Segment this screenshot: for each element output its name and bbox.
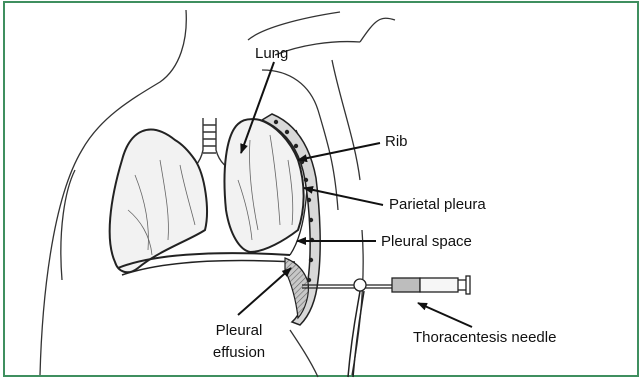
label-parietal-pleura: Parietal pleura: [389, 196, 486, 214]
label-rib: Rib: [385, 133, 408, 151]
label-thoracentesis-needle: Thoracentesis needle: [413, 329, 556, 347]
label-pleural-effusion-line2: effusion: [204, 344, 274, 362]
lung-left-shape: [110, 130, 207, 273]
label-pleural-space: Pleural space: [381, 233, 472, 251]
label-lung: Lung: [255, 45, 288, 63]
thoracentesis-syringe: [302, 276, 470, 377]
label-pleural-effusion: Pleural effusion: [204, 322, 274, 362]
label-pleural-effusion-line1: Pleural: [204, 322, 274, 340]
